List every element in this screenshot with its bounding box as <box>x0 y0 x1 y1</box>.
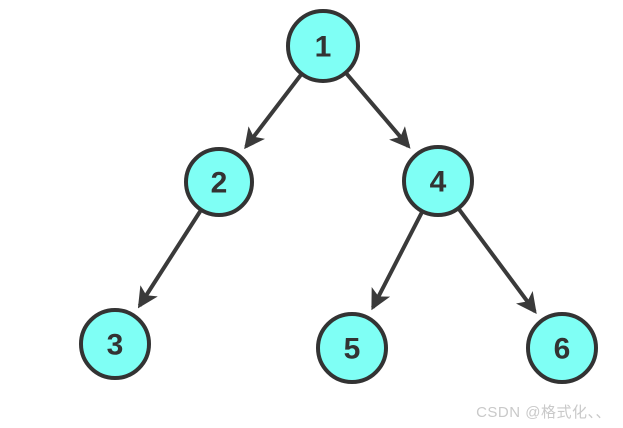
csdn-watermark: CSDN @格式化、、 <box>476 404 611 421</box>
node-circle-1[interactable] <box>286 9 360 83</box>
tree-node-2[interactable]: 2 <box>184 147 254 217</box>
tree-edge-2-to-3 <box>137 209 203 309</box>
node-label-6: 6 <box>554 333 571 366</box>
tree-node-6[interactable]: 6 <box>526 312 598 384</box>
node-circle-6[interactable] <box>526 312 598 384</box>
node-circle-4[interactable] <box>402 145 474 217</box>
node-label-2: 2 <box>211 167 228 200</box>
tree-edge-1-to-4 <box>344 72 411 149</box>
node-label-5: 5 <box>344 333 361 366</box>
node-label-4: 4 <box>430 166 447 199</box>
node-label-3: 3 <box>107 329 124 362</box>
tree-edge-4-to-5 <box>371 211 424 311</box>
edges-layer <box>137 72 537 314</box>
tree-node-1[interactable]: 1 <box>286 9 360 83</box>
tree-node-3[interactable]: 3 <box>79 308 151 380</box>
tree-edge-1-to-2 <box>244 73 303 150</box>
tree-node-4[interactable]: 4 <box>402 145 474 217</box>
node-circle-5[interactable] <box>316 312 388 384</box>
nodes-layer: 1 2 3 4 5 6 <box>79 9 598 384</box>
tree-node-5[interactable]: 5 <box>316 312 388 384</box>
tree-edge-4-to-6 <box>457 207 537 314</box>
node-label-1: 1 <box>315 31 332 64</box>
node-circle-3[interactable] <box>79 308 151 380</box>
node-circle-2[interactable] <box>184 147 254 217</box>
